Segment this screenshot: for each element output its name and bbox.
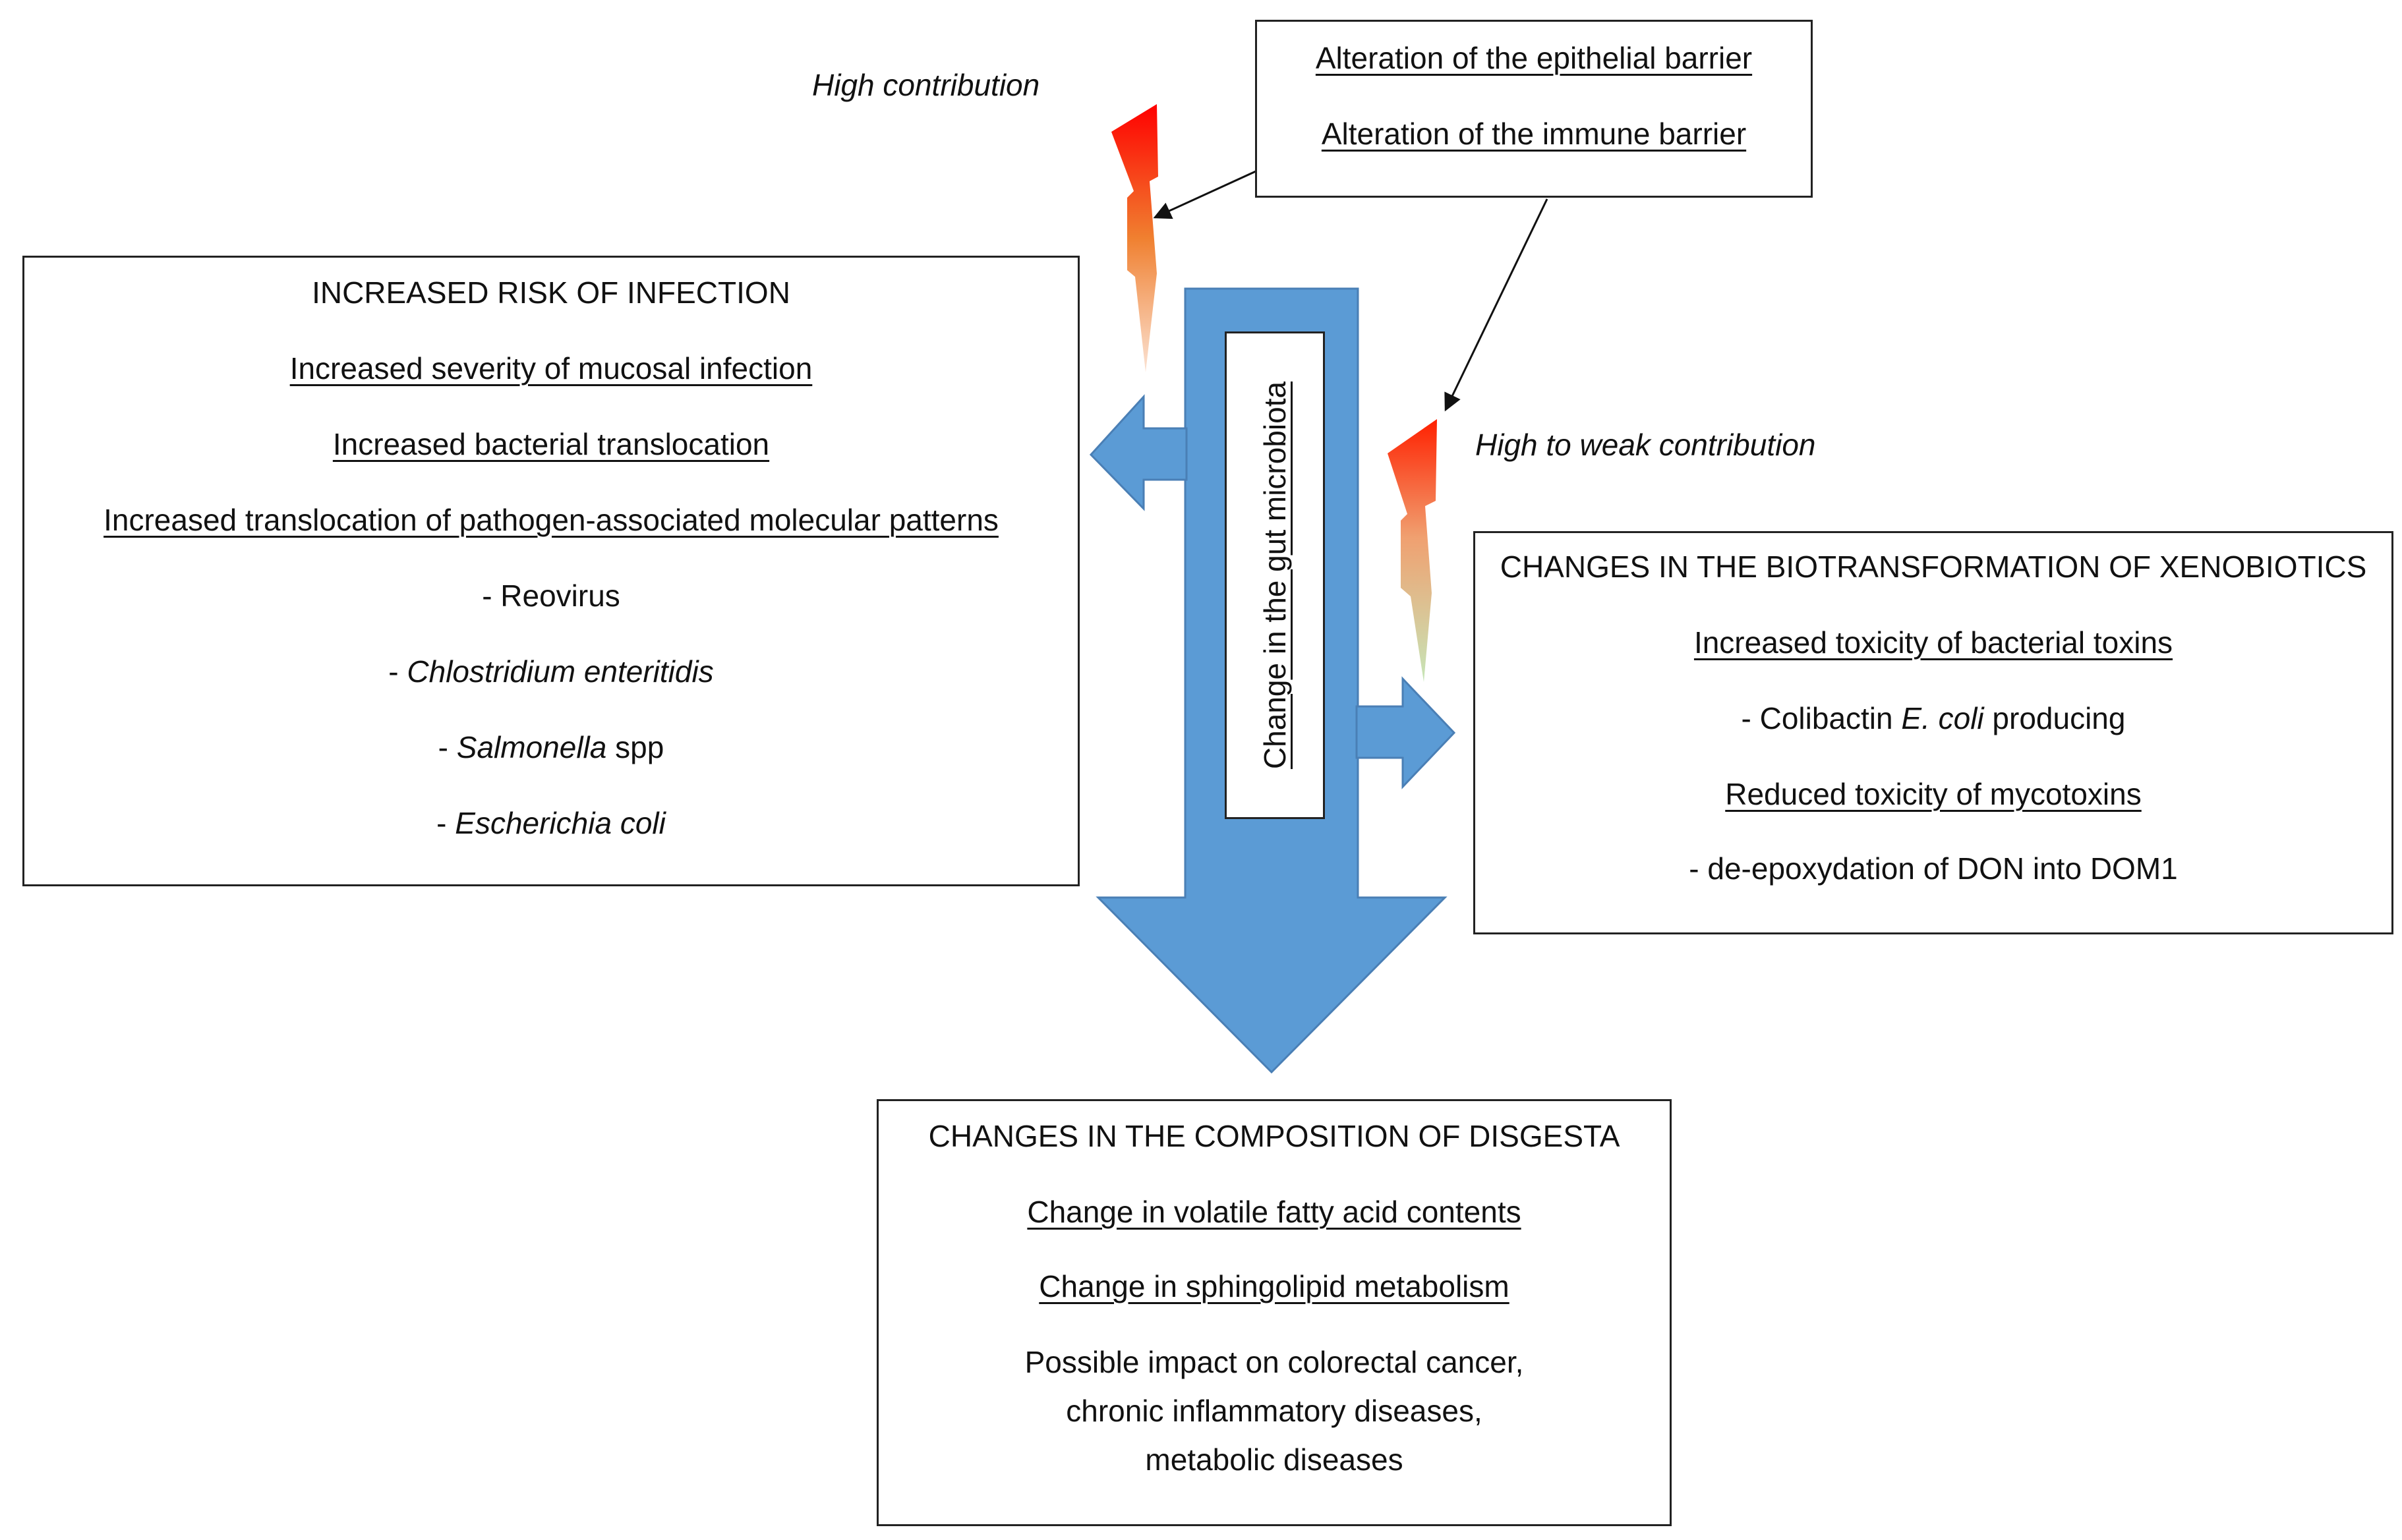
- center-label: Change in the gut microbiota: [1258, 381, 1292, 770]
- impact-line-2: chronic inflammatory diseases,: [1066, 1394, 1482, 1428]
- digesta-box: CHANGES IN THE COMPOSITION OF DISGESTA C…: [877, 1099, 1672, 1526]
- ecoli-name: E. coli: [1901, 701, 1984, 735]
- colibactin-prefix: - Colibactin: [1741, 701, 1902, 735]
- lightning-bolt-right-icon: [1388, 419, 1437, 682]
- mucosal-infection-line: Increased severity of mucosal infection: [289, 351, 813, 385]
- barrier-alteration-box: Alteration of the epithelial barrier Alt…: [1255, 20, 1813, 198]
- xenobiotics-title: CHANGES IN THE BIOTRANSFORMATION OF XENO…: [1500, 550, 2367, 584]
- infection-risk-box: INCREASED RISK OF INFECTION Increased se…: [22, 256, 1080, 886]
- reovirus-item: - Reovirus: [482, 579, 620, 613]
- bacterial-toxins-line: Increased toxicity of bacterial toxins: [1693, 625, 2173, 660]
- right-side-arrow: [1355, 676, 1456, 789]
- salmonella-name: Salmonella: [456, 730, 607, 764]
- infection-risk-title: INCREASED RISK OF INFECTION: [312, 275, 790, 310]
- high-contribution-note: High contribution: [812, 68, 1040, 102]
- item-dash: -: [438, 730, 457, 764]
- item-dash: -: [388, 654, 407, 689]
- chlostridium-name: Chlostridium enteritidis: [407, 654, 714, 689]
- colibactin-item: - Colibactin E. coli producing: [1475, 703, 2391, 733]
- escherichia-item: - Escherichia coli: [24, 808, 1078, 838]
- connector-arrow-right: [1444, 198, 1548, 412]
- chlostridium-item: - Chlostridium enteritidis: [24, 656, 1078, 687]
- mycotoxins-line: Reduced toxicity of mycotoxins: [1725, 777, 2142, 811]
- high-to-weak-contribution-note: High to weak contribution: [1475, 428, 1816, 462]
- pamp-translocation-line: Increased translocation of pathogen-asso…: [103, 503, 999, 537]
- item-dash: -: [436, 806, 455, 840]
- epithelial-barrier-line: Alteration of the epithelial barrier: [1315, 41, 1753, 75]
- sphingolipid-line: Change in sphingolipid metabolism: [1039, 1269, 1509, 1303]
- bacterial-translocation-line: Increased bacterial translocation: [332, 427, 770, 461]
- xenobiotics-box: CHANGES IN THE BIOTRANSFORMATION OF XENO…: [1473, 531, 2393, 934]
- colibactin-suffix: producing: [1983, 701, 2126, 735]
- don-item: - de-epoxydation of DON into DOM1: [1689, 851, 2178, 886]
- lightning-bolt-left-icon: [1111, 104, 1158, 372]
- center-label-box: Change in the gut microbiota: [1225, 331, 1325, 819]
- digesta-title: CHANGES IN THE COMPOSITION OF DISGESTA: [928, 1119, 1620, 1153]
- immune-barrier-line: Alteration of the immune barrier: [1321, 117, 1747, 151]
- fatty-acid-line: Change in volatile fatty acid contents: [1027, 1195, 1521, 1229]
- salmonella-item: - Salmonella spp: [24, 732, 1078, 762]
- escherichia-name: Escherichia coli: [455, 806, 666, 840]
- impact-line-3: metabolic diseases: [1145, 1442, 1403, 1477]
- salmonella-suffix: spp: [606, 730, 664, 764]
- impact-line-1: Possible impact on colorectal cancer,: [1024, 1345, 1524, 1379]
- left-side-arrow: [1089, 394, 1188, 511]
